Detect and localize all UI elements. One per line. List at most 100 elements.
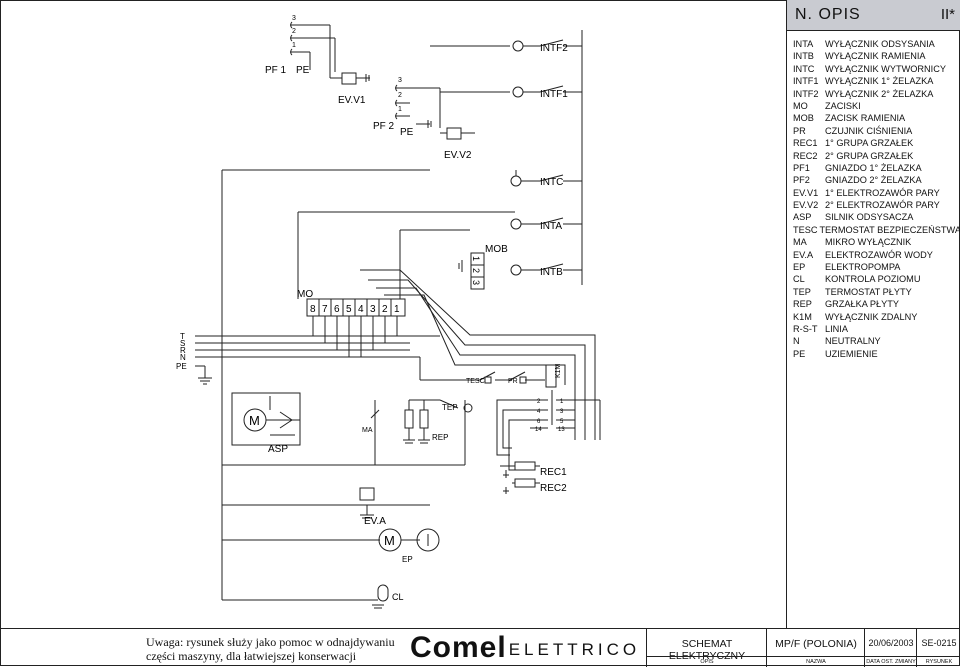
mob-terminal-2: 2 bbox=[471, 268, 481, 273]
ev-v2-label: EV.V2 bbox=[444, 150, 472, 161]
legend-code: EV.V1 bbox=[793, 187, 819, 198]
legend-code: R-S-T bbox=[793, 323, 818, 334]
contact-right: 5 bbox=[560, 419, 564, 425]
switch-intf1-label: INTF1 bbox=[540, 89, 568, 100]
footer-cell-drawing: SE-0215 RYSUNEK bbox=[916, 629, 960, 667]
legend-description: ZACISK RAMIENIA bbox=[825, 113, 906, 124]
line-t-label: T bbox=[180, 332, 185, 341]
motor-symbol: M bbox=[249, 413, 260, 428]
legend-code: EV.A bbox=[793, 249, 814, 260]
line-n-label: N bbox=[180, 353, 186, 362]
legend-code: TEP bbox=[793, 286, 811, 297]
pr-label: PR bbox=[508, 378, 518, 385]
pf1-pe: PE bbox=[296, 65, 310, 76]
title-block: Uwaga: rysunek służy jako pomoc w odnajd… bbox=[0, 628, 960, 667]
pf2-pe: PE bbox=[400, 127, 414, 138]
eva-label: EV.A bbox=[364, 516, 386, 527]
footer-cell-description: SCHEMAT ELEKTRYCZNY OPIS bbox=[646, 629, 767, 667]
legend-description: NEUTRALNY bbox=[825, 336, 881, 347]
legend-code: TESC bbox=[793, 224, 818, 235]
legend-description: WYŁĄCZNIK ODSYSANIA bbox=[825, 39, 935, 49]
legend-description: WYŁĄCZNIK ZDALNY bbox=[825, 311, 918, 322]
legend-code: INTF1 bbox=[793, 76, 819, 87]
pump-motor-symbol: M bbox=[384, 533, 395, 548]
legend-code: PE bbox=[793, 348, 806, 359]
legend-description: SILNIK ODSYSACZA bbox=[825, 212, 914, 223]
legend-description: 1° GRUPA GRZAŁEK bbox=[825, 138, 914, 149]
mo-terminal: 7 bbox=[322, 304, 328, 315]
rec1-label: REC1 bbox=[540, 467, 567, 478]
mo-terminal: 4 bbox=[358, 304, 364, 315]
legend-code: REC1 bbox=[793, 138, 818, 149]
contact-left: 4 bbox=[537, 409, 541, 415]
cl-label: CL bbox=[392, 592, 404, 602]
line-pe-label: PE bbox=[176, 362, 187, 371]
legend-code: CL bbox=[793, 274, 805, 285]
legend-description: 2° ELEKTROZAWÓR PARY bbox=[825, 200, 940, 211]
contact-right: 13 bbox=[558, 427, 565, 433]
mob-terminal-1: 1 bbox=[471, 256, 481, 261]
legend-code: PF1 bbox=[793, 162, 810, 173]
legend-description: GNIAZDO 2° ŻELAZKA bbox=[825, 175, 922, 186]
legend-code: N bbox=[793, 336, 800, 347]
legend-description: MIKRO WYŁĄCZNIK bbox=[825, 237, 912, 248]
note-line-2: części maszyny, dla łatwiejszej konserwa… bbox=[146, 649, 357, 663]
brand-logo-text: Comel bbox=[410, 631, 507, 664]
mo-terminal: 2 bbox=[382, 304, 388, 315]
legend-description: GRZAŁKA PŁYTY bbox=[825, 299, 900, 310]
pf1-label: PF 1 bbox=[265, 65, 287, 76]
footer-cell-name: MP/F (POLONIA) NAZWA bbox=[766, 629, 865, 667]
legend-code: MOB bbox=[793, 113, 814, 124]
footer-cell-date: 20/06/2003 DATA OST. ZMIANY bbox=[864, 629, 917, 667]
mo-label: MO bbox=[297, 289, 313, 300]
contact-left: 6 bbox=[537, 419, 541, 425]
mob-terminal-3: 3 bbox=[471, 280, 481, 285]
legend-code: EV.V2 bbox=[793, 200, 819, 211]
legend-description: WYŁĄCZNIK RAMIENIA bbox=[825, 51, 926, 62]
pf1-pin-3: 3 bbox=[292, 15, 296, 22]
legend-row: K1M WYŁĄCZNIK ZDALNY bbox=[787, 311, 960, 323]
footer-drawing-label: RYSUNEK bbox=[917, 656, 960, 667]
contact-right: 3 bbox=[560, 409, 564, 415]
legend-description: CZUJNIK CIŚNIENIA bbox=[825, 125, 913, 136]
legend-title: N. OPIS bbox=[795, 6, 861, 23]
legend-code: MA bbox=[793, 237, 807, 248]
pf1-pin-2: 2 bbox=[292, 28, 296, 35]
brand-logo: Comel ELETTRICO bbox=[410, 633, 640, 663]
footer-drawing-value: SE-0215 bbox=[921, 638, 957, 648]
contact-right: 1 bbox=[560, 399, 564, 405]
legend-code: EP bbox=[793, 262, 806, 273]
legend-description: TERMOSTAT PŁYTY bbox=[825, 286, 912, 297]
legend-row: EV.A ELEKTROZAWÓR WODY bbox=[787, 249, 960, 261]
legend-row: MA MIKRO WYŁĄCZNIK bbox=[787, 236, 960, 248]
legend-description: WYŁĄCZNIK 2° ŻELAZKA bbox=[825, 88, 934, 99]
mob-label: MOB bbox=[485, 244, 508, 255]
footer-name-value: MP/F (POLONIA) bbox=[775, 638, 857, 650]
legend-description: KONTROLA POZIOMU bbox=[825, 274, 921, 285]
footer-date-value: 20/06/2003 bbox=[868, 638, 914, 648]
k1m-label: K1M bbox=[555, 363, 562, 378]
legend-description: 2° GRUPA GRZAŁEK bbox=[825, 150, 914, 161]
mo-terminal: 3 bbox=[370, 304, 376, 315]
switch-intb-label: INTB bbox=[540, 267, 563, 278]
pf2-label: PF 2 bbox=[373, 121, 395, 132]
ma-label: MA bbox=[362, 427, 373, 434]
mo-terminal: 6 bbox=[334, 304, 340, 315]
tesc-label: TESC bbox=[466, 378, 485, 385]
legend-row: EV.V2 2° ELEKTROZAWÓR PARY bbox=[787, 199, 960, 211]
legend-row: N NEUTRALNY bbox=[787, 335, 960, 347]
switch-intf2-label: INTF2 bbox=[540, 43, 568, 54]
legend-description: ELEKTROZAWÓR WODY bbox=[825, 249, 933, 260]
legend-code: K1M bbox=[793, 311, 812, 322]
